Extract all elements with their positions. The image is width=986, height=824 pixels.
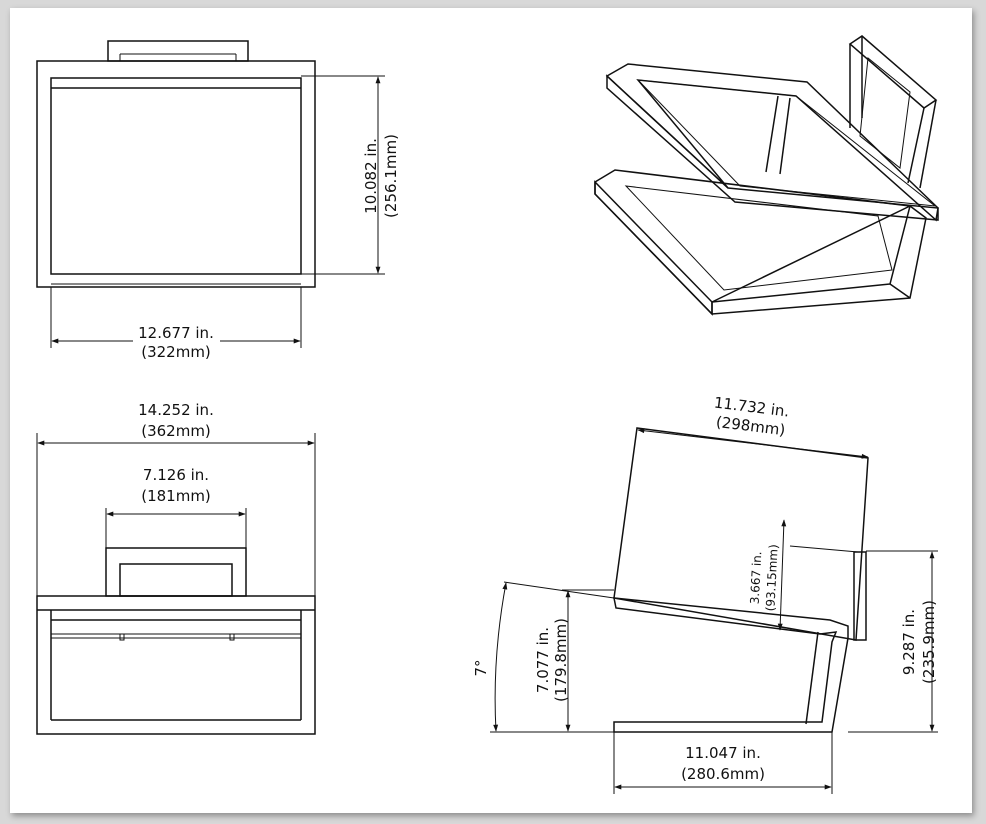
rear-view-inner-mm: (181mm): [141, 487, 211, 505]
front-view-width-in: 12.677 in.: [138, 324, 214, 342]
rear-view-overall-in: 14.252 in.: [138, 401, 214, 419]
rear-view-inner-in: 7.126 in.: [143, 466, 209, 484]
side-view-backrest: [613, 427, 869, 641]
side-view-right-mm: (235.9mm): [920, 600, 938, 684]
drawing-sheet: 10.082 in. (256.1mm) 12.677 in. (322mm): [10, 8, 972, 813]
technical-drawing: 10.082 in. (256.1mm) 12.677 in. (322mm): [36, 35, 939, 794]
front-view-outer-frame: [36, 60, 316, 288]
side-view-angle: 7°: [472, 659, 490, 676]
side-view-angle-dimension: [493, 582, 508, 732]
side-view-bottom-mm: (280.6mm): [681, 765, 765, 783]
side-view-seat-frame: [613, 597, 849, 733]
iso-back-frame-top: [848, 35, 938, 109]
rear-view-overall-mm: (362mm): [141, 422, 211, 440]
front-view-height-mm: (256.1mm): [382, 134, 400, 218]
side-view-left-in: 7.077 in.: [534, 627, 552, 693]
side-view-right-in: 9.287 in.: [900, 609, 918, 675]
front-view-width-mm: (322mm): [141, 343, 211, 361]
side-view-bottom-in: 11.047 in.: [685, 744, 761, 762]
isometric-view: [594, 35, 939, 316]
rear-view-outer-frame: [36, 595, 316, 735]
side-view: 11.732 in. (298mm) 3.667 in. (93.15mm) 9…: [472, 393, 938, 794]
front-view: 10.082 in. (256.1mm) 12.677 in. (322mm): [36, 40, 400, 361]
side-view-mid-dimension: [777, 519, 787, 631]
side-view-mid-mm: (93.15mm): [763, 544, 780, 612]
side-view-rear-block: [853, 551, 867, 641]
front-view-top-tab: [107, 40, 249, 62]
iso-top-frame: [605, 63, 939, 222]
side-view-left-mm: (179.8mm): [552, 618, 570, 702]
side-view-mid-in: 3.667 in.: [748, 551, 765, 605]
side-view-top-dimension: [637, 428, 869, 459]
front-view-height-in: 10.082 in.: [362, 138, 380, 214]
rear-view-back-tab: [105, 547, 247, 597]
rear-view: 14.252 in. (362mm) 7.126 in. (181mm): [36, 401, 316, 735]
front-view-inner-frame: [50, 77, 302, 275]
